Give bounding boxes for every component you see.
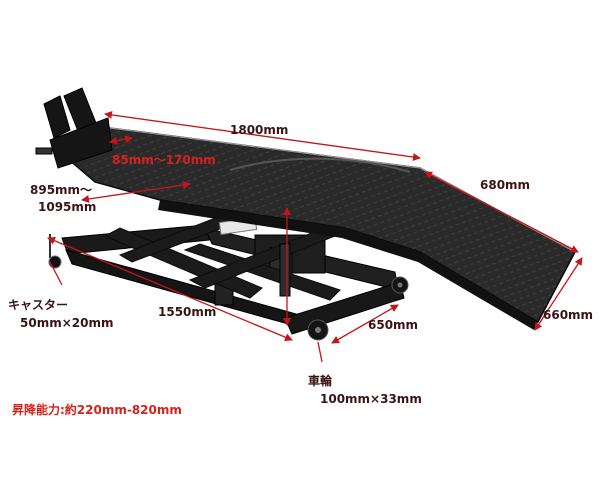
wheel-chock [35, 87, 113, 169]
label-frame-width: 650mm [368, 318, 419, 332]
caster-leader-line [49, 261, 63, 286]
wheel-size: 100mm×33mm [320, 392, 422, 406]
caster-title: キャスター [8, 298, 69, 312]
dim-frame-width-line [331, 304, 399, 344]
label-wheel-clamp: 85mm～170mm [112, 153, 216, 167]
dim-clamp-line [109, 135, 133, 145]
caster-size: 50mm×20mm [20, 316, 114, 330]
label-length-total: 1800mm [230, 123, 289, 137]
dim-height-line [81, 181, 191, 203]
dimension-lines [47, 111, 583, 363]
dim-ramp-width-line [534, 257, 583, 331]
label-frame-length: 1550mm [158, 305, 217, 319]
dim-length-total-line [104, 111, 421, 161]
wheel-leader-line [317, 341, 323, 363]
main-wheel [307, 319, 329, 341]
label-ramp-width: 660mm [543, 308, 594, 322]
platform-edge [158, 200, 538, 330]
lift-capacity-label: 昇降能力:約220mm-820mm [12, 403, 182, 417]
label-height-range-1: 895mm～ [30, 183, 93, 197]
rear-wheel [391, 276, 409, 294]
label-height-range-2: 1095mm [38, 200, 97, 214]
label-ramp-length: 680mm [480, 178, 531, 192]
wheel-title: 車輪 [308, 374, 333, 388]
hydraulic-cylinder [279, 243, 291, 297]
dim-frame-length-line [47, 237, 293, 341]
dim-ramp-length-line [424, 171, 579, 253]
